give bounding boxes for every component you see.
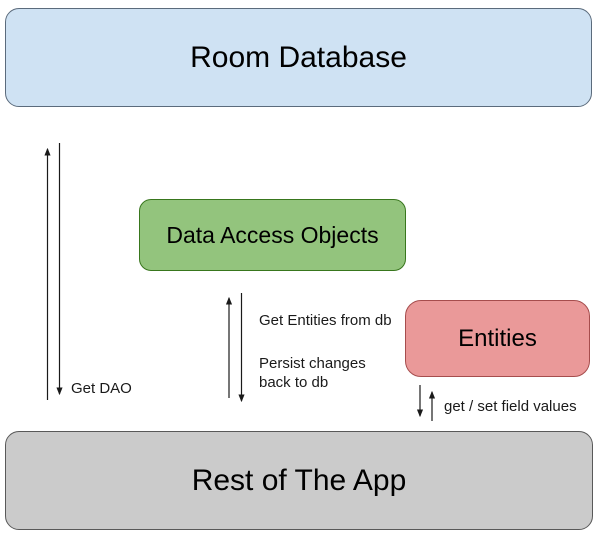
node-room-database: Room Database — [5, 8, 592, 107]
node-entities-label: Entities — [458, 324, 537, 352]
node-room-database-label: Room Database — [190, 40, 407, 74]
edge-label-persist-changes: Persist changes back to db — [259, 355, 366, 391]
node-rest-of-app: Rest of The App — [5, 431, 593, 530]
edge-label-get-entities-from-db: Get Entities from db — [259, 312, 392, 329]
edge-label-get-set-field-values: get / set field values — [444, 398, 577, 415]
node-data-access-objects-label: Data Access Objects — [166, 221, 379, 248]
node-data-access-objects: Data Access Objects — [139, 199, 406, 271]
node-entities: Entities — [405, 300, 590, 377]
node-rest-of-app-label: Rest of The App — [191, 463, 407, 497]
edge-label-get-dao: Get DAO — [71, 380, 132, 397]
